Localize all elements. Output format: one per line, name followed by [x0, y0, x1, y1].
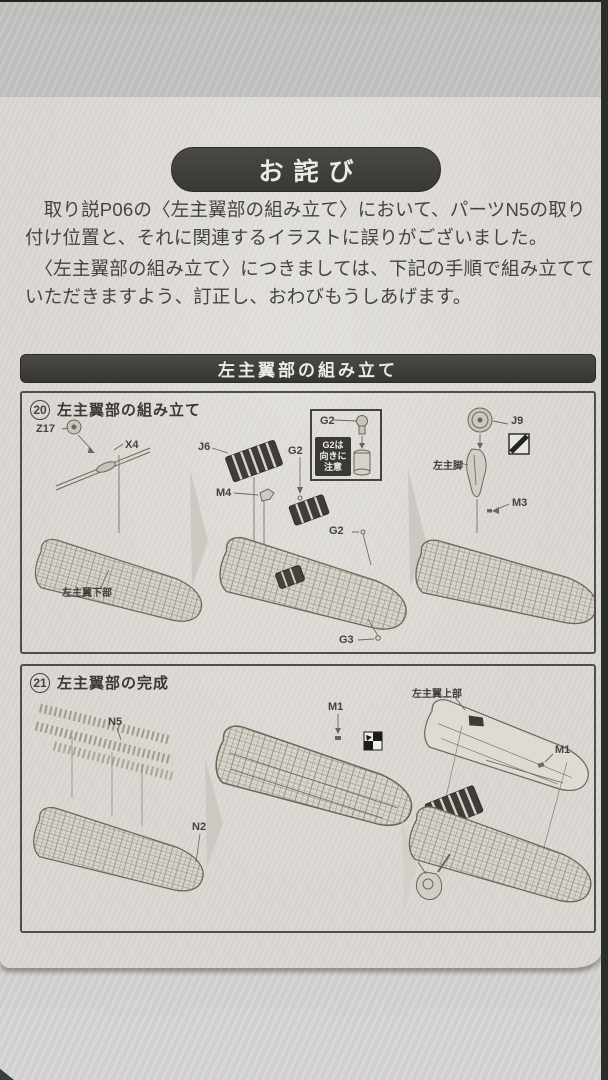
stage-a-shaft-parts	[55, 419, 151, 533]
photo-corner-shadow	[0, 1068, 14, 1080]
step20-diagram-box: 20 左主翼部の組み立て Z17 X4 J6 M4 G2 G2 G3 J9 M3…	[20, 391, 596, 654]
part-label-g2-right: G2	[329, 525, 344, 537]
note-line-1: G2は	[322, 440, 344, 450]
step20-heading: 20 左主翼部の組み立て	[30, 399, 201, 420]
rib-strips-n5	[34, 703, 174, 826]
lower-wing-frame-stage-b	[219, 536, 407, 630]
step20-diagram-art	[34, 407, 594, 641]
wing-assembly-lower	[408, 806, 592, 903]
part-label-g2-inset: G2	[320, 415, 335, 427]
notice-paragraph-1: 取り説P06の〈左主翼部の組み立て〉において、パーツN5の取り付け位置と、それに…	[25, 199, 586, 248]
lower-wing-frame-stage-a	[34, 538, 203, 622]
part-label-z17: Z17	[36, 423, 55, 435]
wing-frame-left	[33, 806, 204, 892]
part-label-m1-left: M1	[328, 701, 344, 713]
photo-right-edge	[601, 0, 608, 1080]
step21-diagram-art	[33, 695, 592, 908]
part-label-lower-wing: 左主翼下部	[62, 588, 112, 599]
part-label-left-main-gear: 左主脚	[433, 461, 463, 472]
stage-arrow-1	[190, 469, 208, 587]
wing-frame-complete	[215, 725, 413, 827]
step21-diagram-box: 21 左主翼部の完成 N5 N2 M1 M1 左主翼上部	[20, 664, 596, 933]
m1-right-leader	[537, 753, 554, 768]
notice-title: お詫び	[258, 157, 364, 186]
stage-arrow-4	[402, 818, 417, 908]
radiator-part-y2	[288, 494, 330, 526]
g2-orientation-note-badge: G2は 向きに 注意	[315, 437, 351, 476]
mounted-radiator	[275, 565, 305, 589]
part-label-g2-mid: G2	[288, 445, 303, 457]
part-label-x4: X4	[125, 439, 139, 451]
photo-top-edge	[0, 0, 608, 2]
part-label-g3: G3	[339, 634, 354, 646]
part-label-upper-wing: 左主翼上部	[412, 689, 462, 700]
attached-landing-gear	[415, 853, 451, 900]
m1-left-leader	[335, 714, 341, 740]
notice-paper: お詫び 取り説P06の〈左主翼部の組み立て〉において、パーツN5の取り付け位置と…	[0, 97, 601, 968]
stage-b-leaders	[211, 447, 372, 566]
wheel-part-j9	[467, 407, 509, 449]
lower-wing-frame-stage-c	[415, 539, 594, 625]
part-label-m3: M3	[512, 497, 528, 509]
part-label-n5: N5	[108, 716, 123, 728]
part-label-m4: M4	[216, 487, 232, 499]
section-header-label: 左主翼部の組み立て	[218, 361, 398, 380]
landing-gear-leg	[459, 448, 510, 533]
marking-symbol-checker	[363, 731, 383, 751]
note-line-3: 注意	[323, 462, 342, 472]
section-header-bar: 左主翼部の組み立て	[20, 354, 596, 383]
notice-paragraph-2: 〈左主翼部の組み立て〉につきましては、下記の手順で組み立てていただきますよう、訂…	[25, 258, 595, 307]
note-line-2: 向きに	[319, 451, 347, 461]
notice-title-pill: お詫び	[171, 147, 441, 192]
step21-title: 左主翼部の完成	[57, 675, 170, 692]
no-cement-symbol	[508, 433, 530, 455]
part-label-n2: N2	[192, 821, 207, 833]
step20-title: 左主翼部の組み立て	[57, 402, 202, 419]
part-label-j9: J9	[511, 415, 524, 427]
step21-heading: 21 左主翼部の完成	[30, 672, 169, 693]
step21-number: 21	[30, 672, 50, 693]
part-label-j6: J6	[198, 441, 211, 453]
step20-number: 20	[30, 399, 50, 420]
part-label-m1-right: M1	[555, 744, 571, 756]
g3-leader	[357, 618, 381, 641]
stage-arrow-3	[205, 758, 223, 866]
g2-orientation-inset: G2 G2は 向きに 注意	[310, 409, 382, 481]
stage-arrow-2	[408, 469, 426, 587]
radiator-part-j6	[225, 439, 283, 483]
g2-inset-art	[333, 415, 371, 476]
